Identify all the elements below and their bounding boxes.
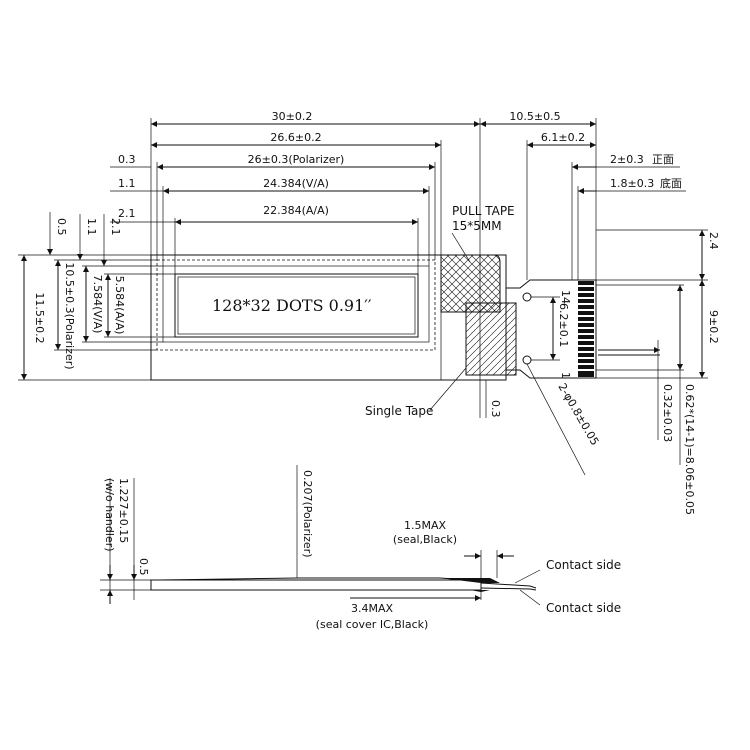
active-area-outline (174, 273, 419, 338)
dim-seal-cover: (seal cover IC,Black) (316, 618, 429, 631)
dim-2-4: 2.4 (707, 232, 720, 250)
dim-wo-handler: (w/o handler) (103, 478, 116, 552)
dim-1-227: 1.227±0.15 (117, 478, 130, 543)
dim-2-1-top: 2.1 (118, 207, 136, 220)
screen-text: 128*32 DOTS 0.91′′ (212, 296, 372, 315)
pull-tape (440, 254, 501, 313)
view-area-outline (162, 265, 430, 343)
fpc-hole-top (522, 292, 532, 302)
dim-0-3-top: 0.3 (118, 153, 136, 166)
dim-seal-black: (seal,Black) (393, 533, 457, 546)
side-fpc (480, 582, 537, 589)
dim-5-584-aa: 5.584(A/A) (113, 276, 126, 335)
left-dimensions: 11.5±0.2 10.5±0.3(Polarizer) 7.584(V/A) … (18, 212, 175, 381)
side-seal (440, 578, 500, 583)
dim-1-5-max: 1.5MAX (404, 519, 447, 532)
contact-side-bottom: Contact side (546, 601, 621, 615)
pull-tape-label: PULL TAPE (452, 204, 515, 218)
dim-7-584-va: 7.584(V/A) (91, 275, 104, 334)
dim-2-front: 2±0.3 (610, 153, 644, 166)
dim-0-207-polarizer: 0.207(Polarizer) (301, 470, 314, 557)
side-ic-seal (470, 590, 490, 592)
side-glass (150, 579, 482, 591)
dim-30: 30±0.2 (272, 110, 313, 123)
single-tape-label: Single Tape (365, 404, 433, 418)
dim-2-1-left: 2.1 (109, 218, 122, 236)
dim-0-32: 0.32±0.03 (661, 384, 674, 442)
dim-6-2: 6.2±0.1 (557, 303, 570, 347)
dim-11-5: 11.5±0.2 (33, 292, 46, 343)
label-bottom-cn: 底面 (660, 176, 682, 190)
dim-0-3-bottom: 0.3 (489, 400, 502, 418)
front-view: 128*32 DOTS 0.91′′ 14 (150, 254, 597, 381)
label-front-cn: 正面 (652, 153, 674, 166)
dim-26-6: 26.6±0.2 (270, 131, 321, 144)
contact-side-top: Contact side (546, 558, 621, 572)
dim-26-polarizer: 26±0.3(Polarizer) (248, 153, 345, 166)
single-tape (465, 302, 517, 376)
dim-22-384-aa: 22.384(A/A) (263, 204, 329, 217)
fpc-hole-bottom (522, 355, 532, 365)
polarizer-outline (156, 259, 436, 351)
pin-14-label: 14 (559, 290, 572, 304)
side-view: 1.227±0.15 (w/o handler) 0.5 0.207(Polar… (100, 465, 621, 631)
dim-10-5: 10.5±0.5 (509, 110, 560, 123)
dim-1-8-bottom: 1.8±0.3 (610, 177, 654, 190)
dim-1-1-top: 1.1 (118, 177, 136, 190)
active-area-inner (177, 276, 416, 335)
dim-6-1: 6.1±0.2 (541, 131, 585, 144)
dim-0-5-left: 0.5 (55, 218, 68, 236)
dim-1-1-left: 1.1 (85, 218, 98, 236)
callouts: PULL TAPE 15*5MM Single Tape (365, 204, 515, 418)
fpc-outline (506, 279, 597, 379)
pin-1-label: 1 (559, 372, 572, 379)
top-dimensions: 30±0.2 10.5±0.5 26.6±0.2 6.1±0.2 26±0.3(… (110, 110, 686, 380)
pull-tape-size: 15*5MM (452, 219, 502, 233)
dim-3-4-max: 3.4MAX (351, 602, 394, 615)
contact-pins (578, 281, 594, 377)
side-fpc-lower (480, 587, 537, 591)
dim-10-5-polarizer: 10.5±0.3(Polarizer) (63, 262, 76, 369)
dim-9: 9±0.2 (707, 310, 720, 344)
dim-pin-pitch: 0.62*(14-1)=8.06±0.05 (683, 384, 696, 515)
dim-0-5-side: 0.5 (137, 558, 150, 576)
dim-holes: 2-φ0.8±0.05 (555, 381, 601, 448)
dim-24-384-va: 24.384(V/A) (263, 177, 329, 190)
